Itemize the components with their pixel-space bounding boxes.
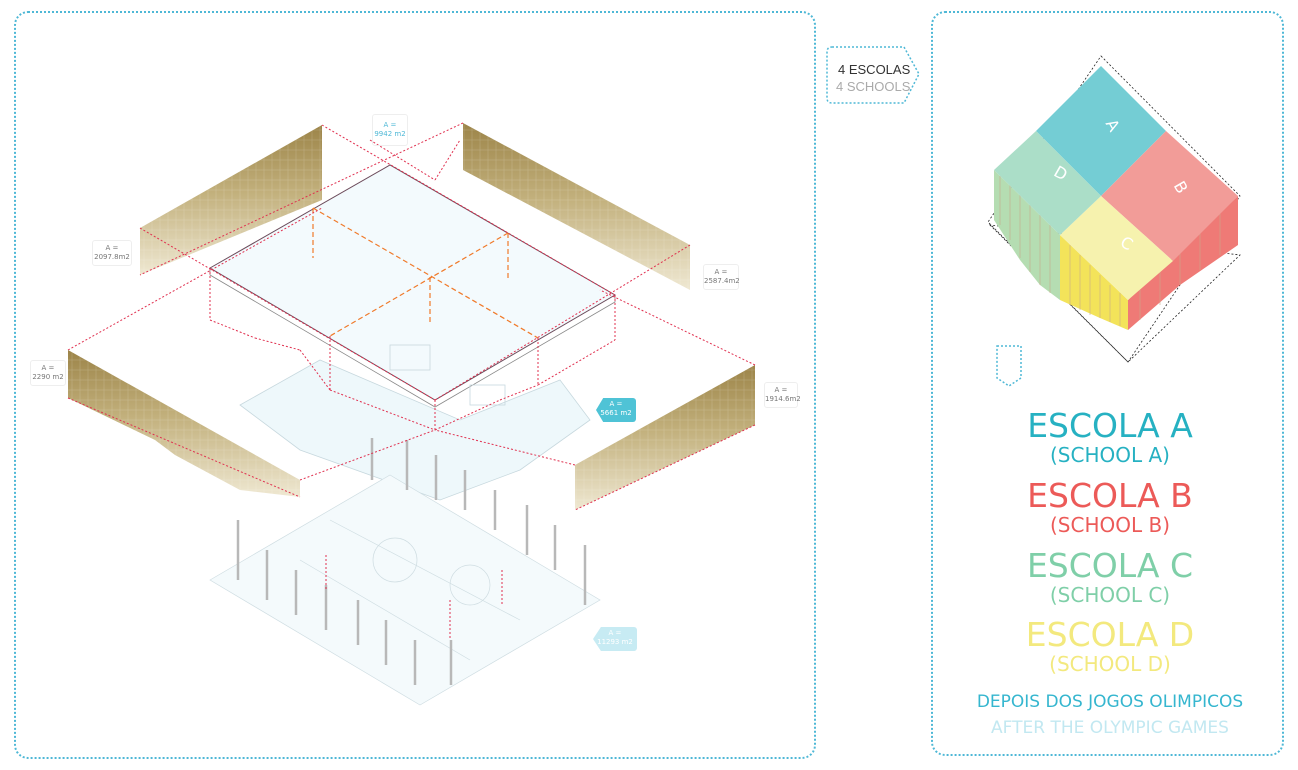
area-tag-wall-left-upper: A = 2097.8m2 [92, 240, 132, 266]
schools-legend-panel [931, 11, 1284, 756]
area-tag-label: A = [608, 629, 622, 637]
legend-sub: (SCHOOL C) [1049, 583, 1171, 607]
area-tag-ground-floor: A = 11293 m2 [593, 627, 637, 651]
area-tag-value: 2587.4m2 [704, 277, 740, 285]
legend-name: ESCOLA C [1026, 546, 1194, 585]
area-tag-top: A = 9942 m2 [372, 114, 408, 146]
area-tag-label: A = [105, 244, 119, 252]
lower-left-wall [68, 350, 300, 497]
area-tag-wall-left-lower: A = 2290 m2 [30, 360, 66, 386]
footer-pt: DEPOIS DOS JOGOS OLIMPICOS [976, 692, 1244, 712]
lower-right-wall [575, 365, 755, 510]
legend-name: ESCOLA A [1027, 406, 1193, 445]
legend-school-d: ESCOLA D (SCHOOL D) [960, 615, 1260, 676]
footer-en: AFTER THE OLYMPIC GAMES [991, 718, 1229, 738]
area-tag-value: 5661 m2 [600, 409, 632, 417]
area-tag-wall-right-lower: A = 1914.6m2 [764, 382, 801, 408]
area-tag-value: 2097.8m2 [94, 253, 130, 261]
area-tag-label: A = [383, 121, 397, 129]
title-badge: 4 ESCOLAS 4 SCHOOLS [826, 46, 920, 104]
section-lines [67, 122, 756, 640]
legend-school-c: ESCOLA C (SCHOOL C) [960, 546, 1260, 607]
area-tag-label: A = [609, 400, 623, 408]
area-tag-label: A = [774, 386, 788, 394]
legend-name: ESCOLA D [1025, 615, 1195, 654]
area-tag-value: 2290 m2 [32, 373, 64, 381]
upper-right-wall [463, 123, 690, 290]
area-tag-value: 1914.6m2 [765, 395, 801, 403]
columns [236, 438, 587, 685]
area-tag-value: 9942 m2 [374, 130, 406, 138]
upper-left-wall [140, 125, 322, 275]
area-tag-label: A = [41, 364, 55, 372]
title-en: 4 SCHOOLS [836, 79, 911, 94]
legend-sub: (SCHOOL A) [1050, 443, 1170, 467]
legend-name: ESCOLA B [1027, 476, 1193, 515]
area-tag-wall-right-upper: A = 2587.4m2 [703, 264, 740, 290]
area-tag-value: 11293 m2 [597, 638, 633, 646]
area-tag-middle-floor: A = 5661 m2 [596, 398, 636, 422]
axonometric-panel [14, 11, 816, 759]
legend-sub: (SCHOOL B) [1049, 513, 1170, 537]
axonometric-drawing [67, 122, 756, 706]
middle-floor-plan [239, 344, 591, 501]
legend-sub: (SCHOOL D) [1049, 652, 1171, 676]
legend-school-b: ESCOLA B (SCHOOL B) [960, 476, 1260, 537]
legend-school-a: ESCOLA A (SCHOOL A) [960, 406, 1260, 467]
area-tag-label: A = [714, 268, 728, 276]
title-pt: 4 ESCOLAS [838, 62, 911, 77]
ground-floor-plan [209, 474, 601, 706]
